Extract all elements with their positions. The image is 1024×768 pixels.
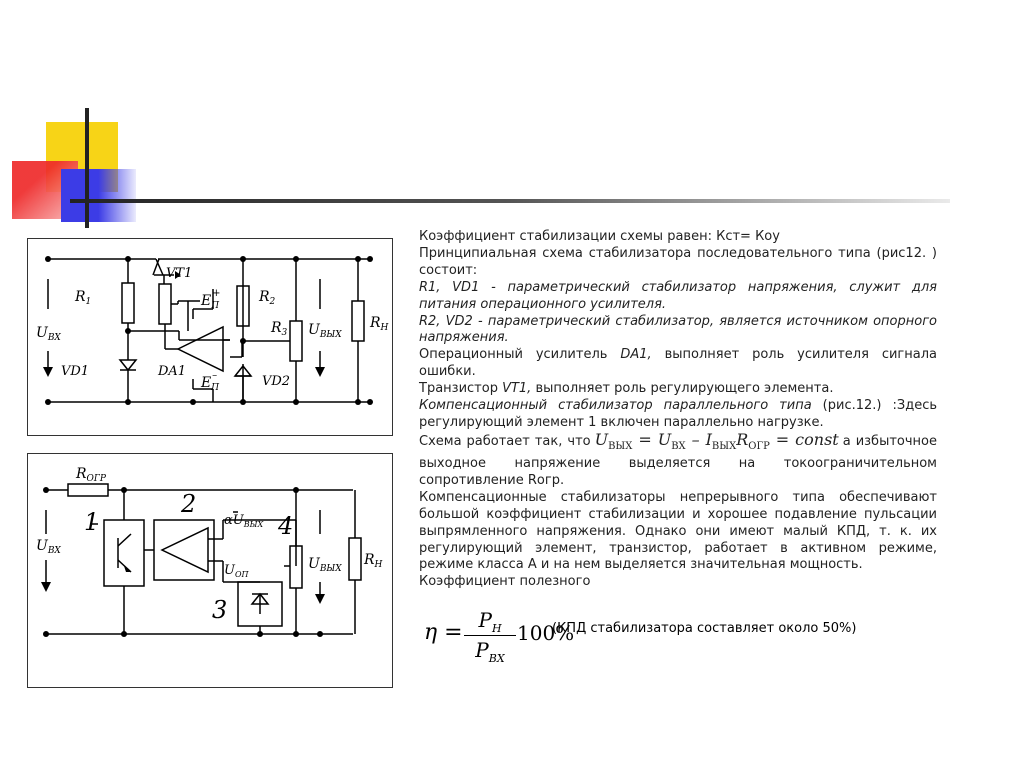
uin-label-2: UВХ [36,538,61,556]
alpha-uout-label: αUВЫХ [224,513,264,529]
text-parallel-intro: Компенсационный стабилизатор параллельно… [419,398,938,430]
rn-label-2: RН [363,552,383,570]
rn-label: RН [369,315,389,333]
r3-label: R3 [270,320,288,338]
parallel-stabilizer-schematic: RОГР 1 2 3 4 αUВЫХ UОП UВХ UВЫХ RН [36,466,383,637]
efficiency-fraction: PН PВХ [464,608,516,665]
element-1-number: 1 [84,508,99,536]
uop-label: UОП [224,563,250,579]
text-efficiency-label: Коэффициент полезного [419,574,591,590]
uout-label-2: UВЫХ [308,556,342,574]
text-vt1: Транзистор VT1, выполняет роль регулирую… [419,381,834,397]
text-series-intro: Принципиальная схема стабилизатора после… [419,245,937,278]
formula-uout: UВЫХ = UВХ – IВЫХRОГР = const [594,429,839,453]
percent-factor: 100% [517,621,575,645]
text-r2-vd2: R2, VD2 - параметрический стабилизатор, … [419,313,937,346]
description-text: Коэффициент стабилизации схемы равен: Кс… [419,229,937,591]
uout-label: UВЫХ [308,322,342,340]
vd2-label: VD2 [262,374,290,389]
ep-minus-label: EП– [200,370,219,393]
text-continuous-stabilizers: Компенсационные стабилизаторы непрерывно… [419,489,937,573]
text-r1-vd1: R1, VD1 - параметрический стабилизатор н… [419,279,937,312]
efficiency-formula: η = PН PВХ 100% (КПД стабилизатора соста… [424,608,944,674]
vt1-label: VT1 [166,266,192,281]
vd1-label: VD1 [61,364,89,379]
element-4-number: 4 [277,512,293,540]
element-2-number: 2 [180,490,196,518]
rogr-label: RОГР [75,466,107,484]
vertical-line-decoration [85,108,89,228]
text-da1: Операционный усилитель DA1, выполняет ро… [419,347,938,380]
eta-symbol: η = [424,620,463,645]
efficiency-note: (КПД стабилизатора составляет около 50%) [552,621,857,636]
series-stabilizer-schematic: VT1 R1 R2 R3 RН EП+ EП– DA1 VD1 VD2 UВХ … [36,256,389,405]
circuit-panel-series: VT1 R1 R2 R3 RН EП+ EП– DA1 VD1 VD2 UВХ … [27,238,393,436]
horizontal-rule [70,199,950,203]
text-kst: Коэффициент стабилизации схемы равен: Кс… [419,229,780,244]
r2-label: R2 [258,289,276,307]
ep-plus-label: EП+ [200,288,220,311]
blue-square-decoration [61,169,136,222]
da1-label: DA1 [157,364,186,379]
uin-label: UВХ [36,325,61,343]
circuit-panel-parallel: RОГР 1 2 3 4 αUВЫХ UОП UВХ UВЫХ RН [27,453,393,688]
r1-label: R1 [74,289,91,307]
element-3-number: 3 [212,596,227,624]
